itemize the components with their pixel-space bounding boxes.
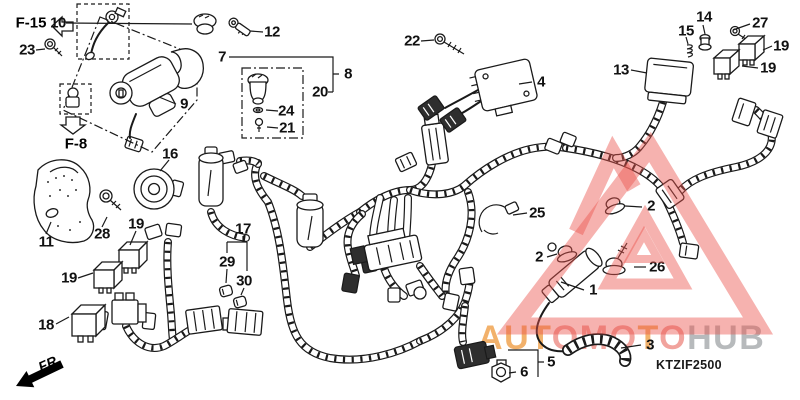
frame-ref-f15-group	[51, 3, 130, 61]
spring-15	[686, 44, 693, 58]
junction-blocks	[93, 227, 423, 336]
grommet-6	[491, 359, 511, 383]
condenser-cylinders	[198, 146, 324, 248]
f15-arrow-icon	[51, 15, 74, 38]
relay-19-left-upper	[117, 240, 149, 274]
spark-plug-wire	[535, 302, 567, 353]
connector-5	[453, 340, 497, 370]
key	[228, 17, 251, 37]
bolt-2-upper	[604, 197, 626, 215]
lock-cap	[193, 13, 217, 35]
bracket-11	[33, 159, 95, 244]
clip-29	[218, 284, 234, 298]
frame-ref-f15: F-15	[15, 14, 47, 32]
fr-direction-arrow	[16, 360, 64, 388]
bolt-22	[434, 33, 465, 55]
bolt-26	[602, 242, 628, 276]
horn	[133, 168, 185, 210]
nut-14	[698, 33, 712, 51]
clip-25	[478, 201, 520, 235]
bolt-2-lower	[556, 245, 578, 263]
watermark-suffix: HUB	[687, 319, 766, 357]
bolt-28	[99, 189, 122, 211]
diagram-part-code: KTZIF2500	[656, 358, 722, 372]
relay-19-top-right	[737, 34, 766, 66]
relay-19-left-lower	[92, 260, 124, 294]
cdi-unit	[644, 57, 695, 105]
relay-19-mid-right	[712, 48, 741, 80]
spark-plug-cap	[568, 339, 625, 361]
frame-ref-f8: F-8	[64, 135, 88, 153]
relay-18	[70, 303, 107, 343]
f8-arrow-icon	[59, 116, 87, 135]
bolt-23	[44, 38, 63, 57]
regulator-rectifier	[417, 58, 538, 133]
fuel-unit-box	[241, 67, 304, 139]
ignition-switch	[62, 16, 204, 153]
clip-30	[232, 295, 248, 309]
leader-lines	[35, 22, 773, 377]
harness-connectors	[124, 97, 784, 331]
ignition-coil	[541, 242, 603, 304]
frame-ref-f8-group	[59, 83, 92, 135]
